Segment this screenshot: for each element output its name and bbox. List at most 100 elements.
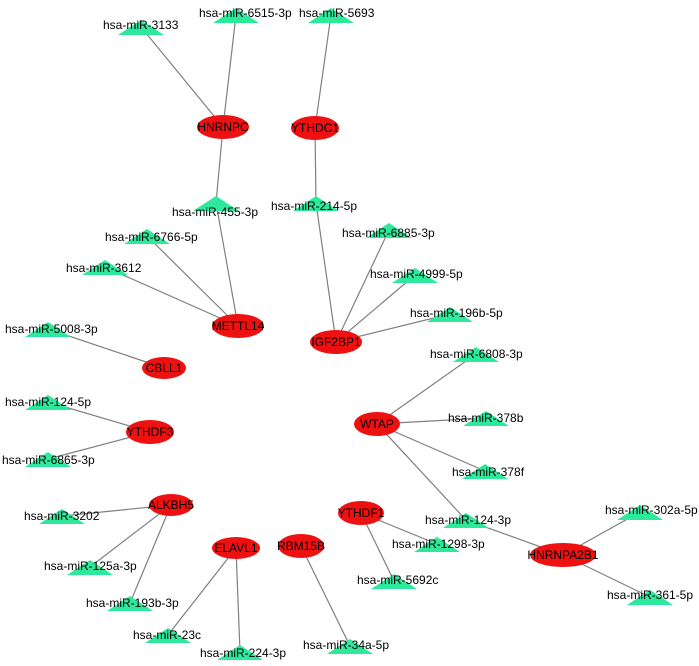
edge-alkbh5-m125a <box>89 504 172 568</box>
edge-alkbh5-m193b <box>129 504 172 604</box>
mirna-label: hsa-miR-6808-3p <box>430 347 523 361</box>
gene-node: YTHDF1 <box>338 501 385 525</box>
mirna-node: hsa-miR-5692c <box>357 573 438 589</box>
gene-ellipse <box>310 330 362 354</box>
gene-label: WTAP <box>360 417 394 431</box>
edge-igf2bp1-m214 <box>315 202 337 343</box>
gene-ellipse <box>212 537 260 559</box>
gene-label: ALKBH5 <box>148 498 194 512</box>
mirna-triangle <box>392 268 438 283</box>
edge-elavl1-m224 <box>235 547 241 653</box>
mirna-triangle <box>327 639 373 654</box>
mirna-node: hsa-miR-3133 <box>103 18 179 35</box>
mirna-label: hsa-miR-34a-5p <box>303 638 389 652</box>
edge-igf2bp1-m4999 <box>335 274 416 343</box>
mirna-triangle <box>463 411 509 426</box>
mirna-triangle <box>39 509 85 524</box>
gene-label: YTHDF3 <box>127 425 174 439</box>
gene-node: YTHDC1 <box>291 116 339 140</box>
gene-label: RBM15B <box>277 539 325 553</box>
mirna-label: hsa-miR-4999-5p <box>370 267 463 281</box>
mirna-label: hsa-miR-124-3p <box>425 513 511 527</box>
mirna-triangle <box>82 260 128 275</box>
mirna-label: hsa-miR-6865-3p <box>2 453 95 467</box>
mirna-label: hsa-miR-6885-3p <box>342 226 435 240</box>
mirna-label: hsa-miR-125a-3p <box>44 559 137 573</box>
mirna-node: hsa-miR-302a-5p <box>605 503 698 520</box>
mirna-label: hsa-miR-224-3p <box>200 646 286 660</box>
mirna-triangle <box>414 537 460 552</box>
mirna-triangle <box>25 322 71 337</box>
mirna-node: hsa-miR-3202 <box>24 509 100 524</box>
gene-node: RBM15B <box>277 534 325 558</box>
mirna-node: hsa-miR-6515-3p <box>199 6 292 23</box>
edge-mettl14-m6766 <box>146 235 239 327</box>
gene-label: YTHDC1 <box>291 121 339 135</box>
gene-node: HNRNPA2B1 <box>527 543 599 567</box>
gene-label: IGF2BP1 <box>311 335 361 349</box>
mirna-triangle <box>462 464 508 479</box>
mirna-label: hsa-miR-193b-3p <box>86 596 179 610</box>
gene-ellipse <box>197 115 249 139</box>
mirna-node: hsa-miR-455-3p <box>172 196 258 219</box>
mirna-node: hsa-miR-196b-5p <box>410 306 503 322</box>
mirna-node: hsa-miR-124-3p <box>425 513 511 528</box>
edge-hnrnpc-m3133 <box>140 26 224 128</box>
gene-ellipse <box>126 420 174 444</box>
mirna-label: hsa-miR-3612 <box>66 261 142 275</box>
mirna-triangle <box>124 229 170 244</box>
gene-ellipse <box>142 357 186 379</box>
mirna-node: hsa-miR-214-5p <box>271 196 357 213</box>
gene-ellipse <box>291 116 339 140</box>
gene-label: YTHDF1 <box>338 506 385 520</box>
gene-label: CBLL1 <box>146 361 183 375</box>
mirna-node: hsa-miR-23c <box>133 628 201 643</box>
edge-wtap-m1243p <box>376 423 467 521</box>
mirna-triangle <box>366 223 412 238</box>
edge-ythdc1-m214 <box>314 127 317 204</box>
gene-ellipse <box>149 494 193 516</box>
mirna-node: hsa-miR-5008-3p <box>5 322 98 337</box>
edge-ythdc1-m5693 <box>314 14 332 129</box>
gene-node: CBLL1 <box>142 357 186 379</box>
mirna-triangle <box>67 560 113 575</box>
mirna-node: hsa-miR-124-5p <box>5 395 91 410</box>
mirna-triangle <box>453 347 499 362</box>
mirna-triangle <box>213 8 259 23</box>
mirna-label: hsa-miR-124-5p <box>5 395 91 409</box>
mirna-node: hsa-miR-6865-3p <box>2 452 95 467</box>
mirna-triangle <box>193 196 239 211</box>
mirna-node: hsa-miR-361-5p <box>607 588 693 605</box>
mirna-node: hsa-miR-6885-3p <box>342 223 435 240</box>
edge-wtap-m378f <box>376 423 486 472</box>
edge-wtap-m6808 <box>376 353 477 425</box>
mirna-label: hsa-miR-361-5p <box>607 588 693 602</box>
gene-node: IGF2BP1 <box>310 330 362 354</box>
mirna-label: hsa-miR-5693 <box>299 6 375 20</box>
nodes-layer: hsa-miR-3133 hsa-miR-6515-3p hsa-miR-5693 h… <box>2 6 698 660</box>
mirna-label: hsa-miR-455-3p <box>172 205 258 219</box>
gene-label: HNRNPC <box>197 120 249 134</box>
mirna-node: hsa-miR-378f <box>452 464 525 479</box>
edge-mettl14-m455 <box>215 202 239 327</box>
mirna-label: hsa-miR-302a-5p <box>605 503 698 517</box>
gene-ellipse <box>530 543 596 567</box>
mirna-triangle <box>308 8 354 23</box>
gene-node: YTHDF3 <box>126 420 174 444</box>
gene-node: METTL14 <box>212 314 265 338</box>
gene-label: METTL14 <box>212 319 265 333</box>
mirna-triangle <box>293 196 339 211</box>
gene-ellipse <box>338 501 384 525</box>
gene-label: ELAVL1 <box>214 541 257 555</box>
edge-igf2bp1-m6885 <box>335 229 390 343</box>
mirna-node: hsa-miR-378b <box>448 411 524 426</box>
mirna-node: hsa-miR-4999-5p <box>370 267 463 283</box>
gene-node: HNRNPC <box>197 115 249 139</box>
mirna-label: hsa-miR-6515-3p <box>199 6 292 20</box>
mirna-node: hsa-miR-6766-5p <box>105 229 198 244</box>
mirna-triangle <box>371 574 417 589</box>
mirna-node: hsa-miR-6808-3p <box>430 347 523 362</box>
mirna-triangle <box>427 307 473 322</box>
mirna-label: hsa-miR-3202 <box>24 509 100 523</box>
